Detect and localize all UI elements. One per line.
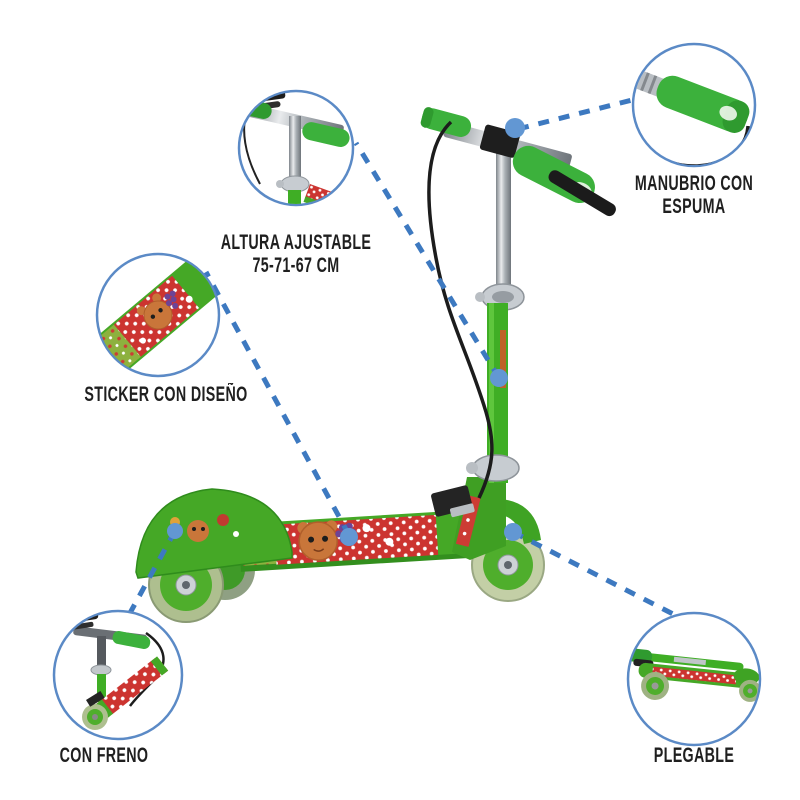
callout-point-freno (167, 523, 183, 539)
label-plegable-line1: PLEGABLE (653, 744, 735, 767)
scooter-photo (135, 107, 616, 623)
callout-altura (237, 89, 355, 207)
stem-clamp-lower (466, 454, 520, 482)
front-fender (135, 488, 293, 579)
callout-manubrio (631, 42, 757, 168)
label-manubrio-line2: ESPUMA (662, 195, 726, 219)
left-grip (420, 107, 472, 137)
callout-ring-freno (52, 609, 184, 741)
brake-scooter-icon (58, 612, 169, 730)
stem-sticker (500, 330, 506, 388)
label-manubrio-line1: MANUBRIO CON (634, 172, 754, 195)
label-altura-line1: ALTURA AJUSTABLE (220, 231, 372, 254)
stem-upper-chrome (496, 133, 511, 305)
brake-lever (548, 170, 616, 217)
label-manubrio: MANUBRIO CON ESPUMA (558, 172, 800, 218)
label-altura-line2: 75-71-67 CM (252, 254, 340, 278)
callout-line-sticker (203, 270, 352, 537)
callout-freno (52, 609, 184, 741)
folded-scooter-icon (629, 648, 759, 702)
label-sticker: STICKER CON DISEÑO (30, 383, 302, 406)
callout-line-altura (353, 141, 502, 380)
callout-points (167, 118, 525, 546)
callout-line-freno (127, 529, 178, 615)
callout-point-altura (490, 369, 508, 387)
callout-plegable (626, 611, 762, 747)
callout-point-sticker (340, 528, 358, 546)
deck-sticker-icon (98, 256, 218, 374)
stem-highlight (489, 303, 494, 483)
label-freno-line1: CON FRENO (59, 744, 149, 767)
label-altura: ALTURA AJUSTABLE 75-71-67 CM (160, 231, 432, 277)
label-freno: CON FRENO (0, 744, 240, 767)
label-plegable: PLEGABLE (558, 744, 800, 767)
callout-line-plegable (511, 529, 675, 617)
handlebar (420, 107, 616, 217)
rear-brake (431, 485, 475, 518)
deck-sticker-face (297, 520, 338, 561)
callout-point-manubrio (505, 118, 525, 138)
callout-lines (127, 96, 675, 617)
callout-sticker (95, 252, 221, 378)
label-sticker-line1: STICKER CON DISEÑO (84, 383, 248, 406)
brake-cable (427, 120, 494, 499)
callout-line-manubrio (517, 96, 637, 132)
callout-point-plegable (504, 523, 522, 541)
